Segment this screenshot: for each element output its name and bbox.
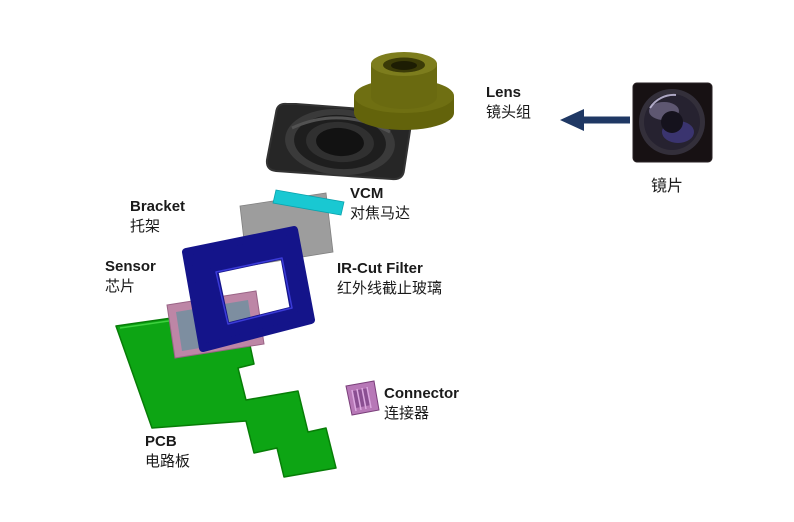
label-vcm: VCM 对焦马达 bbox=[350, 184, 410, 224]
label-pcb-zh: 电路板 bbox=[145, 453, 191, 470]
label-bracket-zh: 托架 bbox=[130, 218, 161, 235]
lens-barrel-graphic bbox=[354, 52, 454, 130]
label-bracket-en: Bracket bbox=[130, 198, 186, 215]
lens-photo-arc-highlight bbox=[649, 93, 677, 109]
label-sensor: Sensor 芯片 bbox=[105, 257, 156, 297]
label-sensor-zh: 芯片 bbox=[105, 278, 136, 295]
lens-barrel-cap bbox=[371, 64, 437, 109]
lens-barrel-hole-inner bbox=[391, 61, 417, 70]
sensor-holder-frame bbox=[182, 226, 315, 352]
label-vcm-zh: 对焦马达 bbox=[350, 205, 411, 222]
sensor-holder-inner-highlight bbox=[215, 257, 293, 325]
label-pcb: PCB 电路板 bbox=[145, 432, 190, 472]
ir-cut-filter-graphic bbox=[272, 189, 345, 216]
lens-pointer-arrow-icon bbox=[560, 109, 630, 131]
ir-cut-filter-glass bbox=[272, 189, 345, 216]
connector-graphic bbox=[345, 380, 380, 416]
label-lens-zh: 镜头组 bbox=[486, 104, 532, 121]
label-lens-element: 镜片 bbox=[651, 177, 683, 197]
label-connector-zh: 连接器 bbox=[384, 405, 430, 422]
label-sensor-en: Sensor bbox=[105, 258, 156, 275]
label-lens-element-zh: 镜片 bbox=[651, 178, 684, 195]
vcm-top-hole bbox=[316, 127, 364, 157]
sensor-holder-graphic bbox=[182, 226, 315, 352]
connector-pins bbox=[351, 386, 372, 412]
label-vcm-en: VCM bbox=[350, 185, 384, 202]
label-bracket: Bracket 托架 bbox=[130, 197, 185, 237]
label-lens-en: Lens bbox=[486, 84, 522, 101]
label-ir-cut-filter: IR-Cut Filter 红外线截止玻璃 bbox=[337, 259, 442, 299]
label-lens: Lens 镜头组 bbox=[486, 83, 531, 123]
arrow-head bbox=[560, 109, 584, 131]
pcb-board bbox=[115, 307, 337, 478]
lens-photo-center bbox=[661, 111, 683, 133]
label-ir-cut-filter-en: IR-Cut Filter bbox=[337, 260, 423, 277]
lens-element-photo bbox=[632, 82, 713, 163]
label-pcb-en: PCB bbox=[145, 433, 177, 450]
label-ir-cut-filter-zh: 红外线截止玻璃 bbox=[337, 280, 443, 297]
label-connector-en: Connector bbox=[384, 385, 459, 402]
label-connector: Connector 连接器 bbox=[384, 384, 459, 424]
